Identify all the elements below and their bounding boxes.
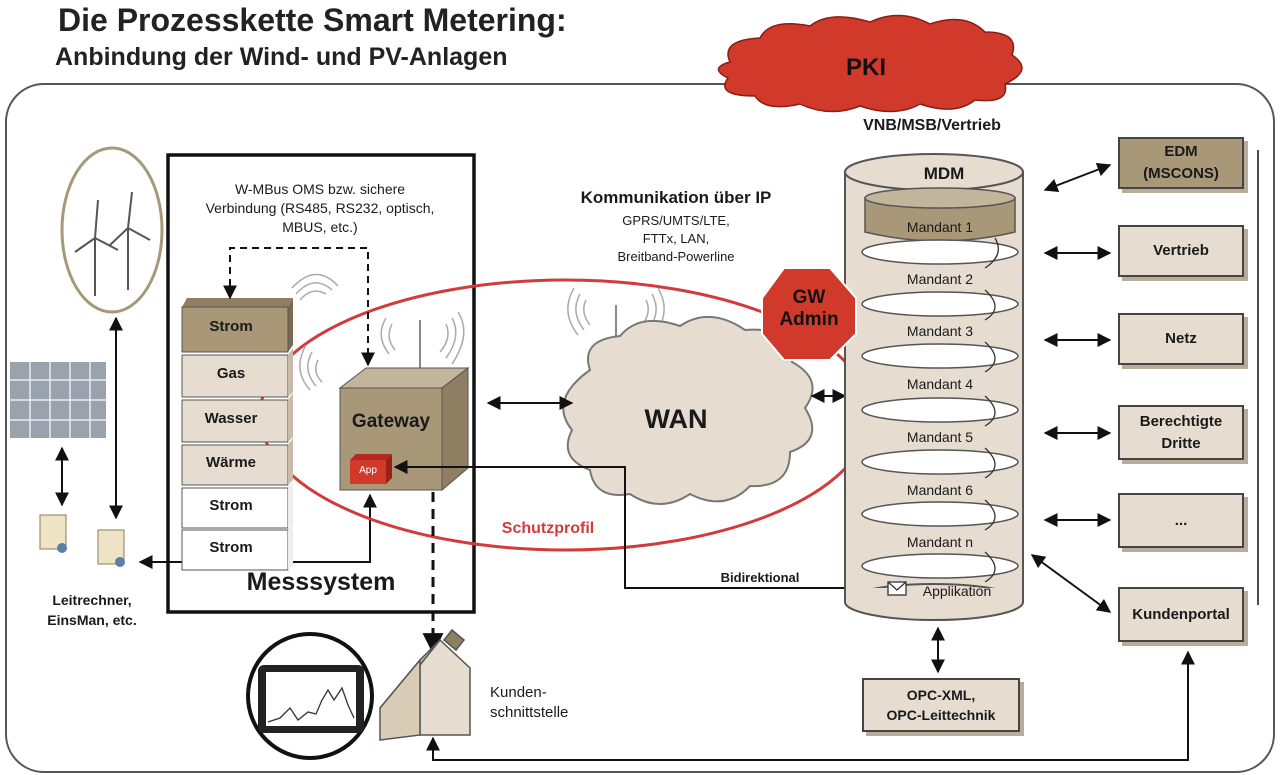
wan-label: WAN (644, 404, 708, 434)
netz-box-label: Netz (1165, 330, 1197, 348)
edm-box-line: EDM (1164, 143, 1198, 161)
meter-label-strom: Strom (209, 497, 253, 514)
opc-box-line: OPC-Leittechnik (886, 707, 996, 723)
leitrechner-line: EinsMan, etc. (47, 612, 137, 629)
mdm-label: MDM (923, 164, 965, 183)
wind-park-ellipse (60, 146, 164, 314)
arrow-kundenportal-kunden (426, 650, 1195, 761)
communication-line: Breitband-Powerline (617, 249, 735, 265)
pki-caption: VNB/MSB/Vertrieb (863, 117, 1001, 134)
leitrechner-label: Leitrechner, EinsMan, etc. (47, 590, 136, 631)
meter-label-wasser: Wasser (204, 410, 258, 427)
pki-cloud (717, 14, 1023, 113)
bidirektional-label: Bidirektional (720, 570, 800, 585)
mandant-label: Mandant 2 (906, 271, 974, 287)
app-label: App (359, 465, 377, 476)
dashed-link-meter-gateway (223, 247, 375, 367)
wmbus-note: W-MBus OMS bzw. sichere Verbindung (RS48… (206, 180, 435, 237)
meter-label-strom: Strom (209, 318, 253, 335)
arrow-mdm-edm (1043, 162, 1112, 193)
wmbus-note-line: W-MBus OMS bzw. sichere (234, 181, 406, 197)
mandant-label: Mandant 4 (906, 376, 974, 392)
wmbus-note-line: Verbindung (RS485, RS232, optisch, (205, 199, 435, 216)
opc-box: OPC-XML, OPC-Leittechnik (862, 678, 1020, 732)
applikation-label: Applikation (922, 583, 992, 599)
kunden-line: schnittstelle (490, 704, 569, 722)
arrow-mdm-kundenportal (1030, 554, 1112, 613)
pki-label: PKI (845, 54, 887, 81)
meter-label-waerme: Wärme (205, 454, 257, 471)
gw-admin-line: GW (792, 287, 826, 308)
gw-admin-octagon (761, 267, 857, 361)
gw-admin-label: GW Admin (779, 287, 838, 331)
tablet-chart-line (267, 686, 355, 723)
mandant-label: Mandant n (906, 534, 974, 550)
edm-box-line: (MSCONS) (1143, 165, 1219, 182)
vertrieb-box: Vertrieb (1118, 225, 1244, 277)
kundenschnittstelle-label: Kunden- schnittstelle (490, 683, 568, 724)
meter-stack (181, 298, 293, 571)
meter-label-gas: Gas (216, 365, 246, 382)
dritte-box-line: Berechtigte (1139, 412, 1223, 430)
more-box-label: ... (1174, 511, 1188, 529)
meter-label-strom: Strom (209, 539, 253, 556)
messsystem-frame (166, 153, 476, 614)
envelope-icon (887, 581, 907, 596)
communication-lines: GPRS/UMTS/LTE, FTTx, LAN, Breitband-Powe… (617, 212, 734, 267)
edm-box: EDM (MSCONS) (1118, 137, 1244, 189)
kunden-line: Kunden- (490, 684, 547, 701)
communication-heading: Kommunikation über IP (580, 188, 772, 207)
app-module (350, 454, 392, 484)
netz-box: Netz (1118, 313, 1244, 365)
kundenportal-box: Kundenportal (1118, 587, 1244, 642)
communication-line: FTTx, LAN, (642, 231, 710, 247)
dritte-box-line: Dritte (1161, 434, 1201, 452)
gateway-label: Gateway (351, 411, 431, 432)
wmbus-note-line: MBUS, etc.) (282, 218, 358, 235)
mdm-spiral (984, 237, 999, 583)
communication-line: GPRS/UMTS/LTE, (622, 213, 730, 228)
page-subtitle: Anbindung der Wind- und PV-Anlagen (55, 43, 508, 71)
wind-turbine-icon (74, 191, 151, 296)
house-icon (379, 628, 471, 741)
page-title: Die Prozesskette Smart Metering: (58, 2, 567, 38)
kundenportal-box-label: Kundenportal (1132, 605, 1230, 623)
vertrieb-box-label: Vertrieb (1153, 242, 1209, 260)
mandant-label: Mandant 6 (906, 482, 974, 498)
mandant-label: Mandant 1 (906, 219, 974, 235)
mdm-discs (861, 187, 1019, 579)
opc-box-line: OPC-XML, (906, 686, 976, 703)
arrow-bidirektional (393, 460, 862, 595)
schutzprofil-label: Schutzprofil (501, 520, 595, 537)
outer-frame (5, 83, 1275, 773)
mandant-label: Mandant 5 (906, 429, 974, 445)
mandant-label: Mandant 3 (906, 323, 974, 339)
more-box: ... (1118, 493, 1244, 548)
leitrechner-line: Leitrechner, (52, 592, 132, 608)
messsystem-label: Messsystem (246, 568, 396, 596)
server-icon (39, 514, 125, 567)
gw-admin-line: Admin (779, 308, 839, 330)
pv-panels-icon (10, 362, 106, 438)
